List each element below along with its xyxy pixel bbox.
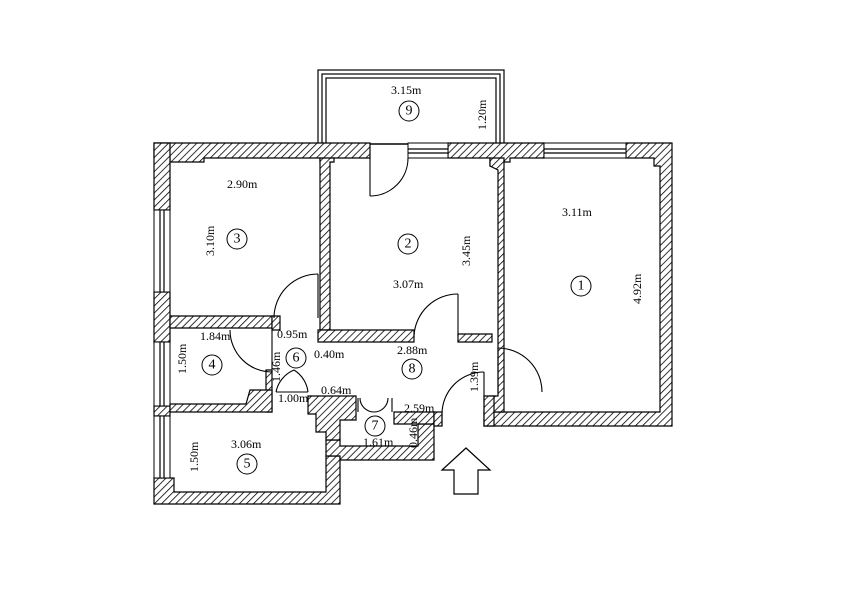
room-3-width: 2.90m	[227, 177, 258, 191]
room-2-width: 3.07m	[393, 277, 424, 291]
room-9-length: 1.20m	[475, 99, 489, 130]
svg-text:8: 8	[409, 362, 416, 377]
room-7-number: 7	[364, 415, 386, 437]
room-9-width: 3.15m	[391, 83, 422, 97]
room-2-number: 2	[397, 233, 419, 255]
room-5-length: 1.50m	[187, 441, 201, 472]
doors	[229, 157, 543, 426]
room-3-number: 3	[226, 228, 248, 250]
room-8-width: 2.88m	[397, 343, 428, 357]
room-4-width: 1.84m	[200, 329, 231, 343]
svg-text:5: 5	[244, 457, 251, 472]
svg-text:7: 7	[372, 419, 379, 434]
room-1-number: 1	[570, 275, 592, 297]
interior-walls	[169, 157, 505, 441]
room-6-extra: 1.00m	[278, 391, 309, 405]
room-7-width: 1.61m	[363, 435, 394, 449]
room-6-width: 0.95m	[277, 327, 308, 341]
room-7-length: 0.46m	[406, 417, 420, 448]
svg-text:1: 1	[578, 279, 585, 294]
room-4-length: 1.50m	[175, 343, 189, 374]
room-8-extra: 2.59m	[404, 401, 435, 415]
room-9-number: 9	[398, 100, 420, 122]
exterior-walls	[153, 142, 673, 505]
room-7-extra: 0.64m	[321, 383, 352, 397]
room-6-number: 6	[285, 347, 307, 369]
top-windows	[407, 142, 627, 159]
room-5-number: 5	[236, 453, 258, 475]
room-numbers: 1 2 3 4 5 6 7 8 9	[201, 100, 592, 475]
dimension-labels: 3.11m 4.92m 3.07m 3.45m 2.90m 3.10m 1.84…	[175, 83, 644, 472]
svg-text:6: 6	[293, 351, 300, 366]
room-8-number: 8	[401, 358, 423, 380]
left-windows	[153, 209, 171, 479]
svg-text:3: 3	[234, 232, 241, 247]
room-6-extra2: 0.40m	[314, 347, 345, 361]
room-3-length: 3.10m	[203, 225, 217, 256]
svg-text:4: 4	[209, 358, 216, 373]
room-6-length: 1.46m	[269, 351, 283, 382]
room-8-length: 1.39m	[467, 361, 481, 392]
entrance-arrow-icon	[440, 447, 492, 495]
room-4-number: 4	[201, 354, 223, 376]
svg-text:9: 9	[406, 104, 413, 119]
room-1-length: 4.92m	[630, 273, 644, 304]
room-1-width: 3.11m	[562, 205, 593, 219]
room-2-length: 3.45m	[459, 235, 473, 266]
svg-text:2: 2	[405, 237, 412, 252]
room-5-width: 3.06m	[231, 437, 262, 451]
